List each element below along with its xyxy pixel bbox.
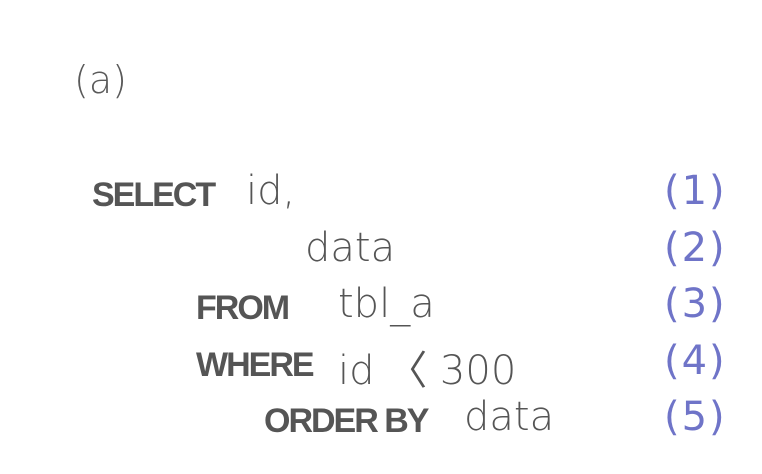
keyword-from: FROM xyxy=(196,289,290,327)
line-number-4: (4) xyxy=(664,338,727,384)
keyword-where: WHERE xyxy=(196,346,315,384)
figure-label: (a) xyxy=(74,58,127,102)
from-value: tbl_a xyxy=(338,281,435,327)
select-value-2: data xyxy=(305,225,396,271)
line-number-2: (2) xyxy=(664,225,727,271)
line-number-3: (3) xyxy=(664,281,727,327)
where-value: id 〈 300 xyxy=(338,348,517,394)
keyword-order-by: ORDER BY xyxy=(264,402,429,440)
order-by-value: data xyxy=(464,394,555,440)
line-number-1: (1) xyxy=(664,168,727,214)
select-value: id, xyxy=(246,168,296,214)
line-number-5: (5) xyxy=(664,394,727,440)
keyword-select: SELECT xyxy=(92,176,216,214)
